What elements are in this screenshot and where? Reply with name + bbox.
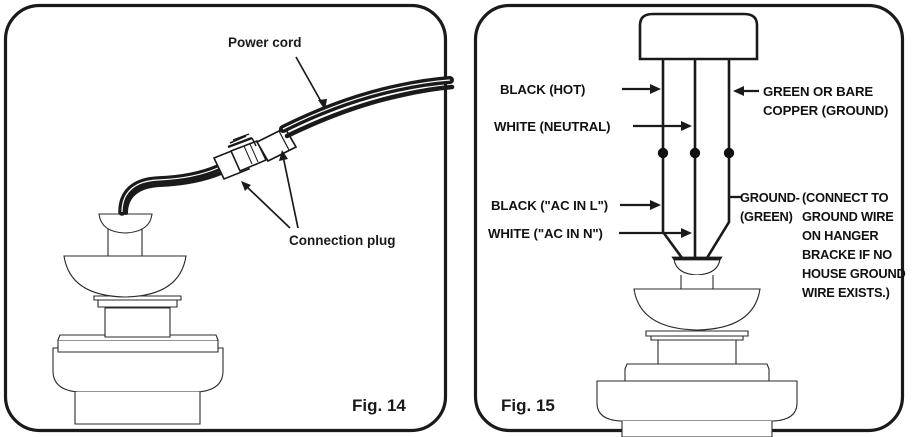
power-cord-icon bbox=[118, 164, 223, 216]
leader-arrow-black-ac-in-l bbox=[620, 200, 661, 210]
label-ground-green-line2: (GREEN) bbox=[740, 209, 793, 224]
label-white-ac-in-n: WHITE ("AC IN N") bbox=[488, 226, 603, 241]
label-black-ac-in-l: BLACK ("AC IN L") bbox=[491, 198, 608, 213]
fig-14-caption: Fig. 14 bbox=[352, 396, 406, 415]
wire-junction-dot-icon-middle bbox=[689, 147, 701, 159]
wire-junction-dot-icon-right bbox=[723, 147, 735, 159]
green-ground-wire-icon bbox=[705, 59, 731, 259]
label-ground-note-line-3: ON HANGER bbox=[802, 228, 878, 243]
connection-plug-leader-arrow-right bbox=[279, 150, 299, 229]
hanger-bracket-icon bbox=[638, 12, 759, 61]
fig-15-drawing: BLACK (HOT) WHITE (NEUTRAL) BLACK ("AC I… bbox=[473, 3, 906, 437]
label-ground-note-line-6: WIRE EXISTS.) bbox=[802, 285, 890, 300]
label-ground-note-line-2: GROUND WIRE bbox=[802, 209, 894, 224]
leader-arrow-green-ground bbox=[733, 86, 759, 96]
label-ground-note-line-1: (CONNECT TO bbox=[802, 190, 889, 205]
label-white-neutral: WHITE (NEUTRAL) bbox=[494, 119, 610, 134]
label-copper-ground: COPPER (GROUND) bbox=[763, 103, 888, 118]
ceiling-fan-motor-icon bbox=[52, 213, 224, 425]
figure-panel-14: Power cord Connection plug Fig. 14 bbox=[3, 3, 455, 433]
power-cord-label: Power cord bbox=[228, 35, 302, 50]
wire-junction-dot-icon-left bbox=[657, 147, 669, 159]
leader-arrow-black-hot bbox=[622, 84, 661, 94]
label-black-hot: BLACK (HOT) bbox=[500, 82, 585, 97]
male-connector-icon bbox=[212, 133, 268, 181]
label-green-or-bare: GREEN OR BARE bbox=[763, 84, 873, 99]
figure-panel-15: BLACK (HOT) WHITE (NEUTRAL) BLACK ("AC I… bbox=[457, 0, 914, 437]
fig-14-drawing: Power cord Connection plug Fig. 14 bbox=[3, 3, 455, 433]
connection-plug-label: Connection plug bbox=[289, 233, 395, 248]
connection-plug-leader-arrow-left bbox=[241, 181, 291, 229]
fig-15-caption: Fig. 15 bbox=[501, 396, 555, 415]
leader-arrow-white-ac-in-n bbox=[619, 228, 692, 238]
label-ground-note-line-5: HOUSE GROUND bbox=[802, 266, 906, 281]
leader-arrow-white-neutral bbox=[633, 121, 692, 131]
power-cord-leader-arrow bbox=[295, 56, 327, 110]
label-ground-note-line-4: BRACKE IF NO bbox=[802, 247, 892, 262]
ceiling-fan-motor-icon bbox=[596, 256, 798, 437]
power-cord-upper-icon bbox=[279, 76, 455, 139]
label-ground-green-line1: GROUND- bbox=[740, 190, 800, 205]
